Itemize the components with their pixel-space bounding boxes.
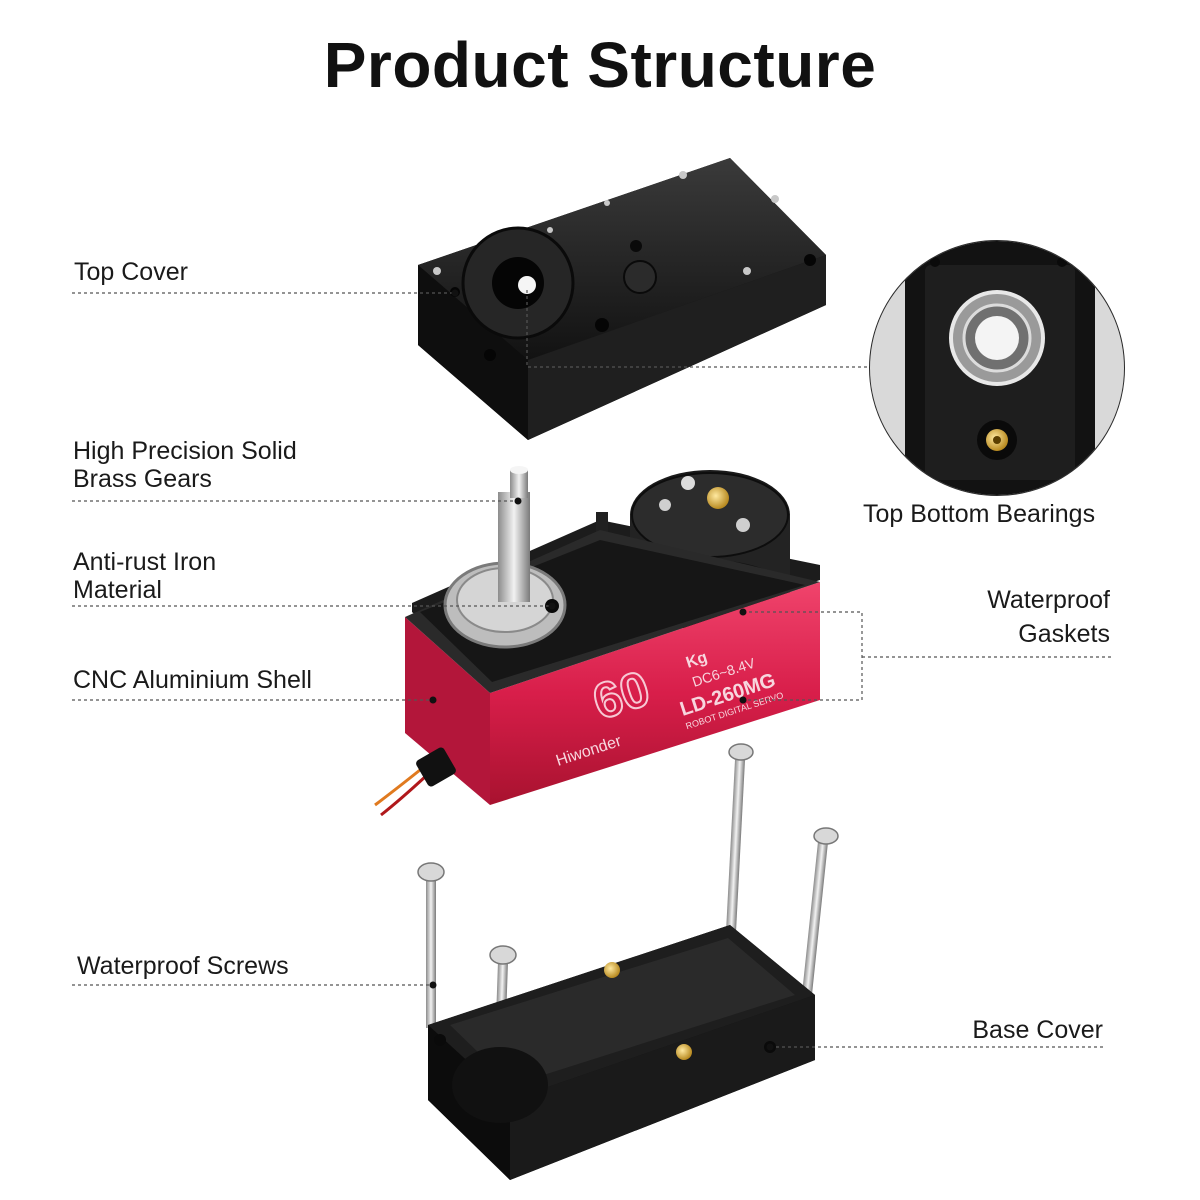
label-top-cover: Top Cover bbox=[74, 258, 188, 286]
leader-dots bbox=[429, 289, 774, 1051]
label-aluminium-shell: CNC Aluminium Shell bbox=[73, 666, 312, 694]
label-bearings: Top Bottom Bearings bbox=[863, 500, 1096, 528]
label-iron-line1: Anti-rust Iron bbox=[73, 548, 217, 576]
label-brass-gears-line2: Brass Gears bbox=[73, 465, 212, 493]
label-brass-gears-line1: High Precision Solid bbox=[73, 437, 297, 465]
top-cover-part bbox=[418, 158, 826, 440]
base-cover-part bbox=[428, 925, 815, 1180]
label-waterproof-screws: Waterproof Screws bbox=[77, 952, 289, 980]
label-iron-line2: Material bbox=[73, 576, 162, 604]
bearing-zoom-circle bbox=[869, 240, 1125, 496]
label-gaskets-line2: Gaskets bbox=[1018, 620, 1110, 648]
label-base-cover: Base Cover bbox=[972, 1016, 1103, 1044]
leader-lines bbox=[72, 290, 1113, 1048]
servo-unit-text: Kg bbox=[684, 649, 710, 672]
servo-body-part: 60 Kg DC6~8.4V LD-260MG ROBOT DIGITAL SE… bbox=[374, 466, 820, 817]
aluminium-shell bbox=[490, 582, 820, 805]
page-title: Product Structure bbox=[323, 29, 877, 101]
label-gaskets-line1: Waterproof bbox=[987, 586, 1110, 614]
